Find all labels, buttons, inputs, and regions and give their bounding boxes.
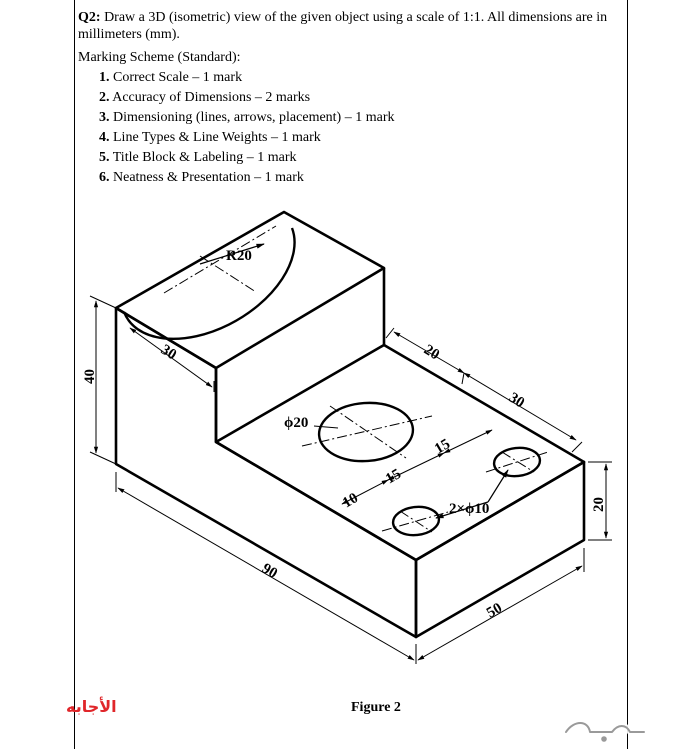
scheme-item: 6. Neatness & Presentation – 1 mark [99,170,304,185]
marking-scheme-list: 1. Correct Scale – 1 mark 2. Accuracy of… [99,68,394,188]
long-front-face [114,306,418,639]
r20-cutout: R20 [122,225,296,341]
upper-block-top-face [114,210,386,370]
dim-15-a-label: 15 [432,436,453,457]
question-body: Draw a 3D (isometric) view of the given … [78,10,608,42]
left-border-line [74,0,75,749]
small-hole-right [492,446,542,478]
dim-10-label: 10 [340,490,361,511]
figure-caption: Figure 2 [351,700,401,715]
right-border-line [627,0,628,749]
lower-top-face [214,343,586,562]
object-outline [114,210,586,639]
answer-label: الأجابه [66,697,117,716]
haraj-watermark [563,720,647,742]
question-text: Q2: Draw a 3D (isometric) view of the gi… [78,9,623,43]
dim-90-label: 90 [259,561,280,582]
dim-50-label: 50 [484,600,505,621]
scheme-item: 1. Correct Scale – 1 mark [99,70,243,85]
dim-30-top-label: 30 [506,390,527,412]
scheme-item: 5. Title Block & Labeling – 1 mark [99,150,297,165]
scheme-item: 4. Line Types & Line Weights – 1 mark [99,130,321,145]
marking-scheme-title: Marking Scheme (Standard): [78,50,241,65]
holes-label: 2×ϕ10 [449,501,489,517]
phi20-label: ϕ20 [284,415,308,431]
dim-20-height-label: 20 [591,497,607,512]
small-holes: 2×ϕ10 [381,446,549,537]
dim-40-label: 40 [82,369,98,384]
dimension-lines [89,295,612,664]
isometric-drawing: R20 ϕ20 2×ϕ10 [82,210,612,664]
dim-15-b-label: 15 [383,466,404,487]
scheme-item: 2. Accuracy of Dimensions – 2 marks [99,90,311,105]
scheme-item: 3. Dimensioning (lines, arrows, placemen… [99,110,395,125]
dim-20-top-label: 20 [421,342,442,364]
r20-label: R20 [226,248,252,264]
question-number: Q2: [78,10,101,25]
large-hole: ϕ20 [284,401,433,463]
dim-30-depth-label: 30 [158,342,179,364]
